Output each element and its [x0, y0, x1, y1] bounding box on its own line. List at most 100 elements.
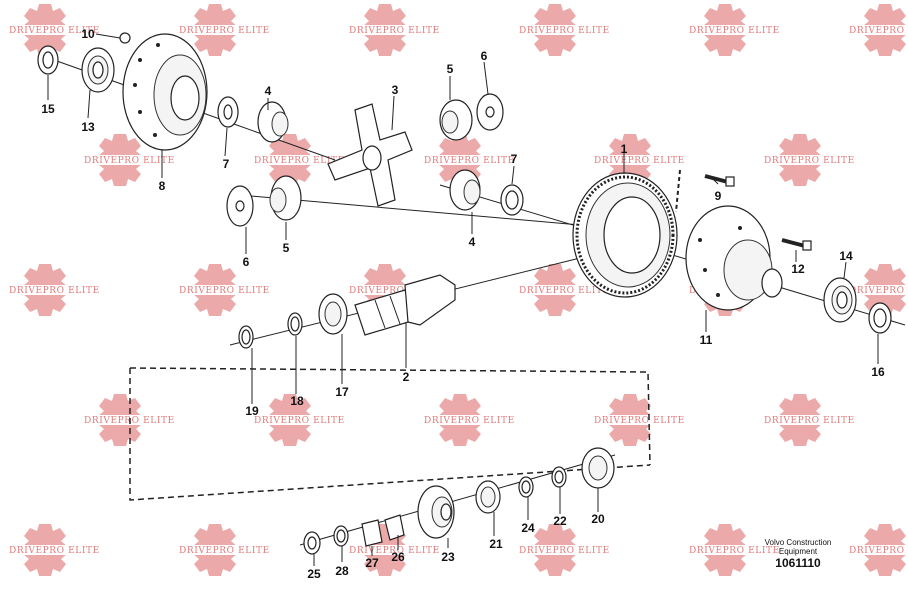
watermark-text: DRIVEPRO ELITE: [254, 416, 345, 426]
label-8: 8: [159, 179, 166, 193]
watermark-tile: DRIVEPRO ELITE: [349, 4, 440, 56]
watermark-text: DRIVEPRO ELITE: [764, 156, 855, 166]
watermark-text: DRIVEPRO ELITE: [9, 286, 100, 296]
label-26: 26: [391, 550, 405, 564]
part-11-housing-half: [685, 205, 783, 311]
part-10-plug: [119, 32, 131, 44]
watermark-text: DRIVEPRO ELITE: [849, 546, 908, 556]
label-4-lower: 4: [469, 235, 476, 249]
part-26-lock-plate: [384, 514, 405, 541]
part-6-washer-upper: [476, 93, 504, 131]
watermark-tile: DRIVEPRO ELITE: [519, 4, 610, 56]
figure-reference-number: 1061110: [775, 556, 821, 570]
watermark-text: DRIVEPRO ELITE: [519, 546, 610, 556]
part-14-bearing: [823, 277, 857, 323]
label-11: 11: [700, 333, 713, 347]
watermark-text: DRIVEPRO ELITE: [519, 26, 610, 36]
part-22-shim: [551, 466, 567, 488]
watermark-text: DRIVEPRO ELITE: [519, 286, 610, 296]
watermark-tile: DRIVEPRO ELITE: [689, 4, 780, 56]
part-7-thrust-washer: [217, 96, 239, 128]
label-22: 22: [553, 514, 567, 528]
watermark-tile: DRIVEPRO ELITE: [594, 394, 685, 446]
manufacturer-caption: Volvo Construction Equipment 1061110: [765, 538, 832, 570]
watermark-tile: DRIVEPRO ELITE: [179, 524, 270, 576]
watermark-text: DRIVEPRO ELITE: [254, 156, 345, 166]
part-number-labels: 10 15 13 8 7 4 3 5 6 7 1 9 6 5 4 12 14 1…: [41, 27, 885, 581]
label-7-mid: 7: [511, 152, 518, 166]
label-23: 23: [441, 550, 455, 564]
part-19-shim: [238, 325, 254, 349]
watermark-text: DRIVEPRO ELITE: [84, 156, 175, 166]
caption-line-2: Equipment: [779, 547, 818, 556]
watermark-tile: DRIVEPRO ELITE: [519, 524, 610, 576]
watermark-layer: DRIVEPRO ELITE DRIVEPRO ELITE DRIVEPRO ELI…: [9, 4, 908, 576]
part-23-flange: [417, 485, 455, 539]
watermark-text: DRIVEPRO ELITE: [594, 156, 685, 166]
label-2: 2: [403, 370, 410, 384]
label-15: 15: [41, 102, 55, 116]
watermark-tile: DRIVEPRO ELITE: [349, 524, 440, 576]
watermark-tile: DRIVEPRO ELITE: [254, 134, 345, 186]
watermark-tile: DRIVEPRO ELITE: [84, 394, 175, 446]
part-7-thrust-washer-mid: [500, 184, 524, 216]
label-16: 16: [871, 365, 885, 379]
watermark-tile: DRIVEPRO ELITE: [84, 134, 175, 186]
part-15-seal-ring: [37, 45, 59, 75]
watermark-text: DRIVEPRO ELITE: [424, 416, 515, 426]
watermark-tile: DRIVEPRO ELITE: [689, 524, 780, 576]
watermark-tile: DRIVEPRO ELITE: [254, 394, 345, 446]
watermark-text: DRIVEPRO ELITE: [849, 26, 908, 36]
watermark-tile: DRIVEPRO ELITE: [9, 524, 100, 576]
watermark-text: DRIVEPRO ELITE: [424, 156, 515, 166]
label-6-lower: 6: [243, 255, 250, 269]
label-14: 14: [839, 249, 853, 263]
part-24-shim: [518, 476, 534, 498]
label-25: 25: [307, 567, 321, 581]
watermark-text: DRIVEPRO ELITE: [689, 26, 780, 36]
label-10: 10: [81, 27, 95, 41]
watermark-text: DRIVEPRO ELITE: [349, 26, 440, 36]
watermark-text: DRIVEPRO ELITE: [179, 546, 270, 556]
part-25-nut: [303, 531, 321, 555]
watermark-tile: DRIVEPRO ELITE: [424, 394, 515, 446]
watermark-tile: DRIVEPRO ELITE: [9, 4, 99, 56]
part-17-bearing: [318, 293, 348, 335]
caption-line-1: Volvo Construction: [765, 538, 832, 547]
watermark-text: DRIVEPRO ELITE: [594, 416, 685, 426]
label-20: 20: [591, 512, 605, 526]
label-1: 1: [621, 142, 628, 156]
watermark-tile: DRIVEPRO ELITE: [764, 134, 855, 186]
watermark-text: DRIVEPRO ELITE: [84, 416, 175, 426]
watermark-text: DRIVEPRO ELITE: [349, 286, 440, 296]
watermark-tile: DRIVEPRO ELITE: [179, 4, 270, 56]
watermark-tile: DRIVEPRO ELITE: [179, 264, 270, 316]
part-8-housing-half: [122, 33, 208, 151]
part-1-crown-wheel: [572, 172, 678, 298]
part-27-lock-plate: [361, 519, 383, 547]
watermark-text: DRIVEPRO ELITE: [9, 546, 100, 556]
watermark-tile: DRIVEPRO ELITE: [594, 134, 685, 186]
part-13-bearing: [81, 47, 115, 93]
label-18: 18: [290, 394, 304, 408]
watermark-text: DRIVEPRO ELITE: [689, 546, 780, 556]
watermark-text: DRIVEPRO ELITE: [179, 26, 270, 36]
label-21: 21: [489, 537, 503, 551]
label-24: 24: [521, 521, 535, 535]
label-17: 17: [335, 385, 349, 399]
watermark-text: DRIVEPRO ELITE: [179, 286, 270, 296]
watermark-tile: DRIVEPRO ELITE: [9, 264, 100, 316]
watermark-tile: DRIVEPRO ELITE: [849, 264, 908, 316]
part-21-bearing: [475, 480, 501, 514]
part-2-drive-pinion: [354, 274, 456, 336]
watermark-tile: DRIVEPRO ELITE: [849, 524, 908, 576]
label-3: 3: [392, 83, 399, 97]
watermark-text: DRIVEPRO ELITE: [349, 546, 440, 556]
watermark-tile: DRIVEPRO ELITE: [424, 134, 515, 186]
part-12-bolt: [781, 238, 812, 251]
part-20-bearing: [581, 447, 615, 489]
watermark-tile: DRIVEPRO ELITE: [764, 394, 854, 446]
part-28-washer: [333, 525, 349, 547]
part-4-side-gear-lower: [449, 169, 481, 211]
